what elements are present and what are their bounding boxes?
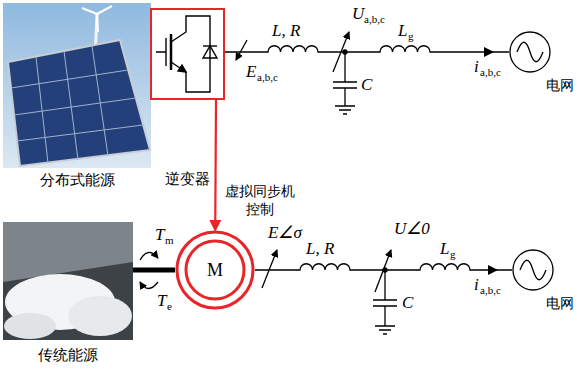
node-label: M — [207, 261, 223, 279]
grid-circle — [513, 250, 553, 290]
grid-source: 电网 — [509, 31, 551, 73]
subscript-label: a,b,c — [364, 14, 385, 25]
solar-photo-part — [8, 40, 150, 166]
solar-photo-part — [3, 3, 151, 168]
grid-symbol — [509, 31, 551, 73]
rotor-circle — [186, 241, 244, 299]
igbt-symbol-part — [156, 38, 166, 66]
edge-label: 虚拟同步机控制 — [224, 182, 296, 218]
subscript-label: g — [408, 31, 414, 42]
node-label: 传统能源 — [3, 346, 133, 364]
igbt-symbol-part — [178, 65, 186, 72]
symbol-label: L, R — [306, 240, 334, 257]
top-circuit-part — [225, 46, 509, 52]
symbol-label: U — [352, 5, 364, 22]
arrow-head — [209, 220, 221, 232]
bottom-circuit-part — [373, 270, 397, 334]
symbol-label: U∠0 — [394, 220, 430, 237]
photo-panel: 传统能源 — [3, 222, 133, 340]
grid-source: 电网 — [512, 249, 554, 291]
symbol-label: i — [474, 276, 479, 293]
symbol-label: E∠σ — [268, 224, 302, 241]
bottom-circuit-part — [488, 265, 498, 275]
symbol-label: i — [474, 58, 479, 75]
dam-photo-part — [4, 313, 56, 339]
dam-photo-part — [3, 222, 133, 340]
grid-symbol — [512, 249, 554, 291]
dam-photo — [3, 222, 133, 340]
symbol-label: C — [402, 294, 413, 311]
inverter-box: 逆变器 — [150, 8, 225, 100]
grid-circle — [510, 32, 550, 72]
top-circuit-part — [333, 32, 349, 72]
arrow-shaft — [214, 100, 217, 220]
subscript-label: g — [450, 249, 456, 260]
top-circuit-part — [236, 40, 247, 60]
node-label: 电网 — [546, 77, 574, 94]
solar-photo-part — [11, 46, 143, 163]
bottom-circuit-part — [133, 268, 175, 273]
igbt-symbol-part — [203, 45, 217, 46]
stator-circle — [177, 232, 253, 308]
bottom-circuit-part — [140, 282, 158, 289]
igbt-symbol-part — [170, 34, 173, 70]
symbol-label: L, R — [272, 22, 300, 39]
bottom-circuit-part — [140, 252, 158, 260]
photo-panel: 分布式能源 — [3, 3, 151, 168]
sine-wave — [520, 260, 546, 280]
control-arrow — [209, 100, 221, 232]
solar-photo — [3, 3, 151, 168]
node-label: 分布式能源 — [3, 171, 151, 189]
subscript-label: a,b,c — [480, 285, 501, 296]
igbt-symbol — [156, 16, 217, 92]
igbt-symbol-part — [203, 46, 217, 58]
dam-photo-part — [68, 296, 132, 336]
top-circuit — [225, 32, 509, 114]
symbol-label: E — [246, 63, 256, 80]
symbol-label: C — [361, 76, 372, 93]
machine-circle: M — [175, 230, 255, 310]
symbol-label: T — [157, 292, 166, 309]
sine-wave — [517, 42, 543, 62]
symbol-label: T — [155, 226, 164, 243]
igbt-symbol-part — [171, 16, 210, 92]
solar-photo-part — [82, 6, 112, 32]
bottom-circuit-part — [262, 250, 277, 288]
symbol-label: L — [398, 22, 407, 39]
dam-photo-part — [3, 222, 133, 282]
subscript-label: m — [165, 235, 174, 246]
bottom-circuit-part — [375, 250, 391, 292]
subscript-label: a,b,c — [480, 67, 501, 78]
top-circuit-part — [484, 47, 494, 57]
subscript-label: e — [167, 301, 172, 312]
subscript-label: a,b,c — [257, 72, 278, 83]
symbol-label: L — [440, 240, 449, 257]
node-label: 电网 — [546, 295, 574, 312]
node-label: 逆变器 — [150, 170, 225, 188]
